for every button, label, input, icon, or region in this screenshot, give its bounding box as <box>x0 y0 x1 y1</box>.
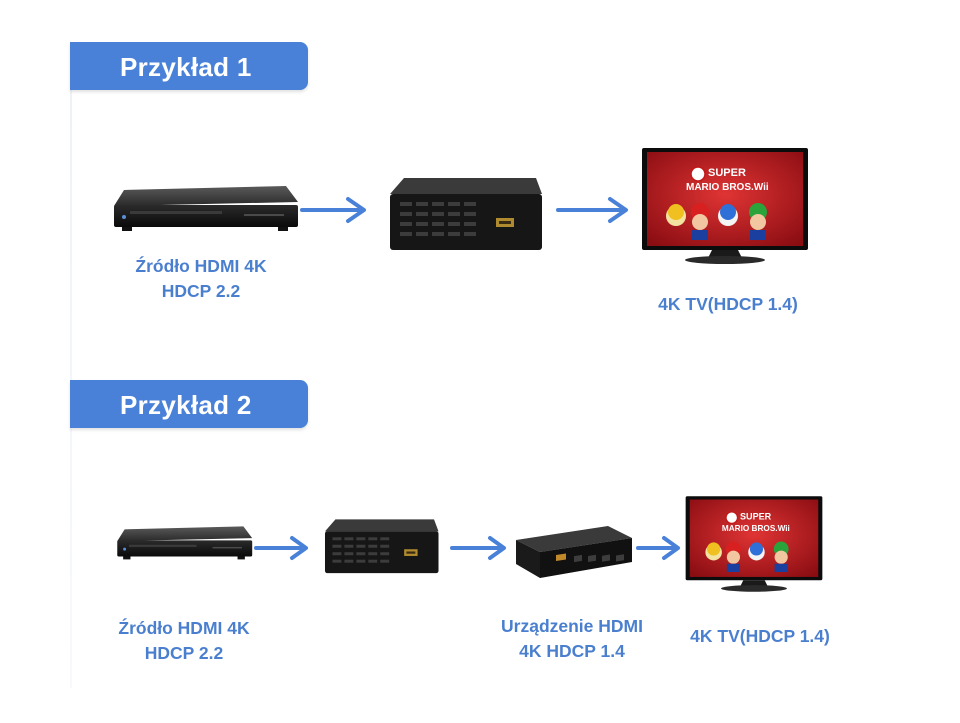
arrow-icon <box>636 536 680 560</box>
example-2-device-label: Urządzenie HDMI 4K HDCP 1.4 <box>472 614 672 664</box>
example-2-source-label: Źródło HDMI 4K HDCP 2.2 <box>84 616 284 666</box>
example-2-tv-label: 4K TV(HDCP 1.4) <box>690 626 830 646</box>
bluray-player-icon <box>117 526 253 560</box>
arrow-icon <box>300 197 366 223</box>
tv-icon: SUPER MARIO BROS.Wii <box>685 496 823 592</box>
tv-logo-line2: MARIO BROS.Wii <box>686 182 769 193</box>
arrow-icon <box>450 536 506 560</box>
example-1-source-label-line1: Źródło HDMI 4K <box>135 256 267 276</box>
example-2-device-label-line1: Urządzenie HDMI <box>501 616 643 636</box>
hdmi-switch-device-icon <box>516 526 632 578</box>
tv-icon: SUPER MARIO BROS.Wii <box>642 148 808 264</box>
example-1-tv-label: 4K TV(HDCP 1.4) <box>658 294 798 314</box>
example-1-source-label-line2: HDCP 2.2 <box>161 281 241 301</box>
example-1-source-label: Źródło HDMI 4K HDCP 2.2 <box>101 254 301 304</box>
hdmi-converter-icon <box>324 519 439 574</box>
tv-logo-line2: MARIO BROS.Wii <box>722 524 790 533</box>
characters-icon <box>666 203 767 240</box>
example-1-tab: Przykład 1 <box>70 42 308 90</box>
bluray-player-icon <box>114 186 298 231</box>
example-2-tab: Przykład 2 <box>70 380 308 428</box>
characters-icon <box>705 541 789 572</box>
example-2-source-label-line2: HDCP 2.2 <box>144 643 224 663</box>
arrow-icon <box>556 197 628 223</box>
tv-logo-line1: SUPER <box>708 167 746 179</box>
example-1-title: Przykład 1 <box>120 52 252 82</box>
example-2-device-label-line2: 4K HDCP 1.4 <box>519 641 625 661</box>
example-2-source-label-line1: Źródło HDMI 4K <box>118 618 250 638</box>
arrow-icon <box>254 536 308 560</box>
example-2-title: Przykład 2 <box>120 390 252 420</box>
hdmi-converter-icon <box>390 178 542 250</box>
tv-logo-line1: SUPER <box>740 511 772 521</box>
